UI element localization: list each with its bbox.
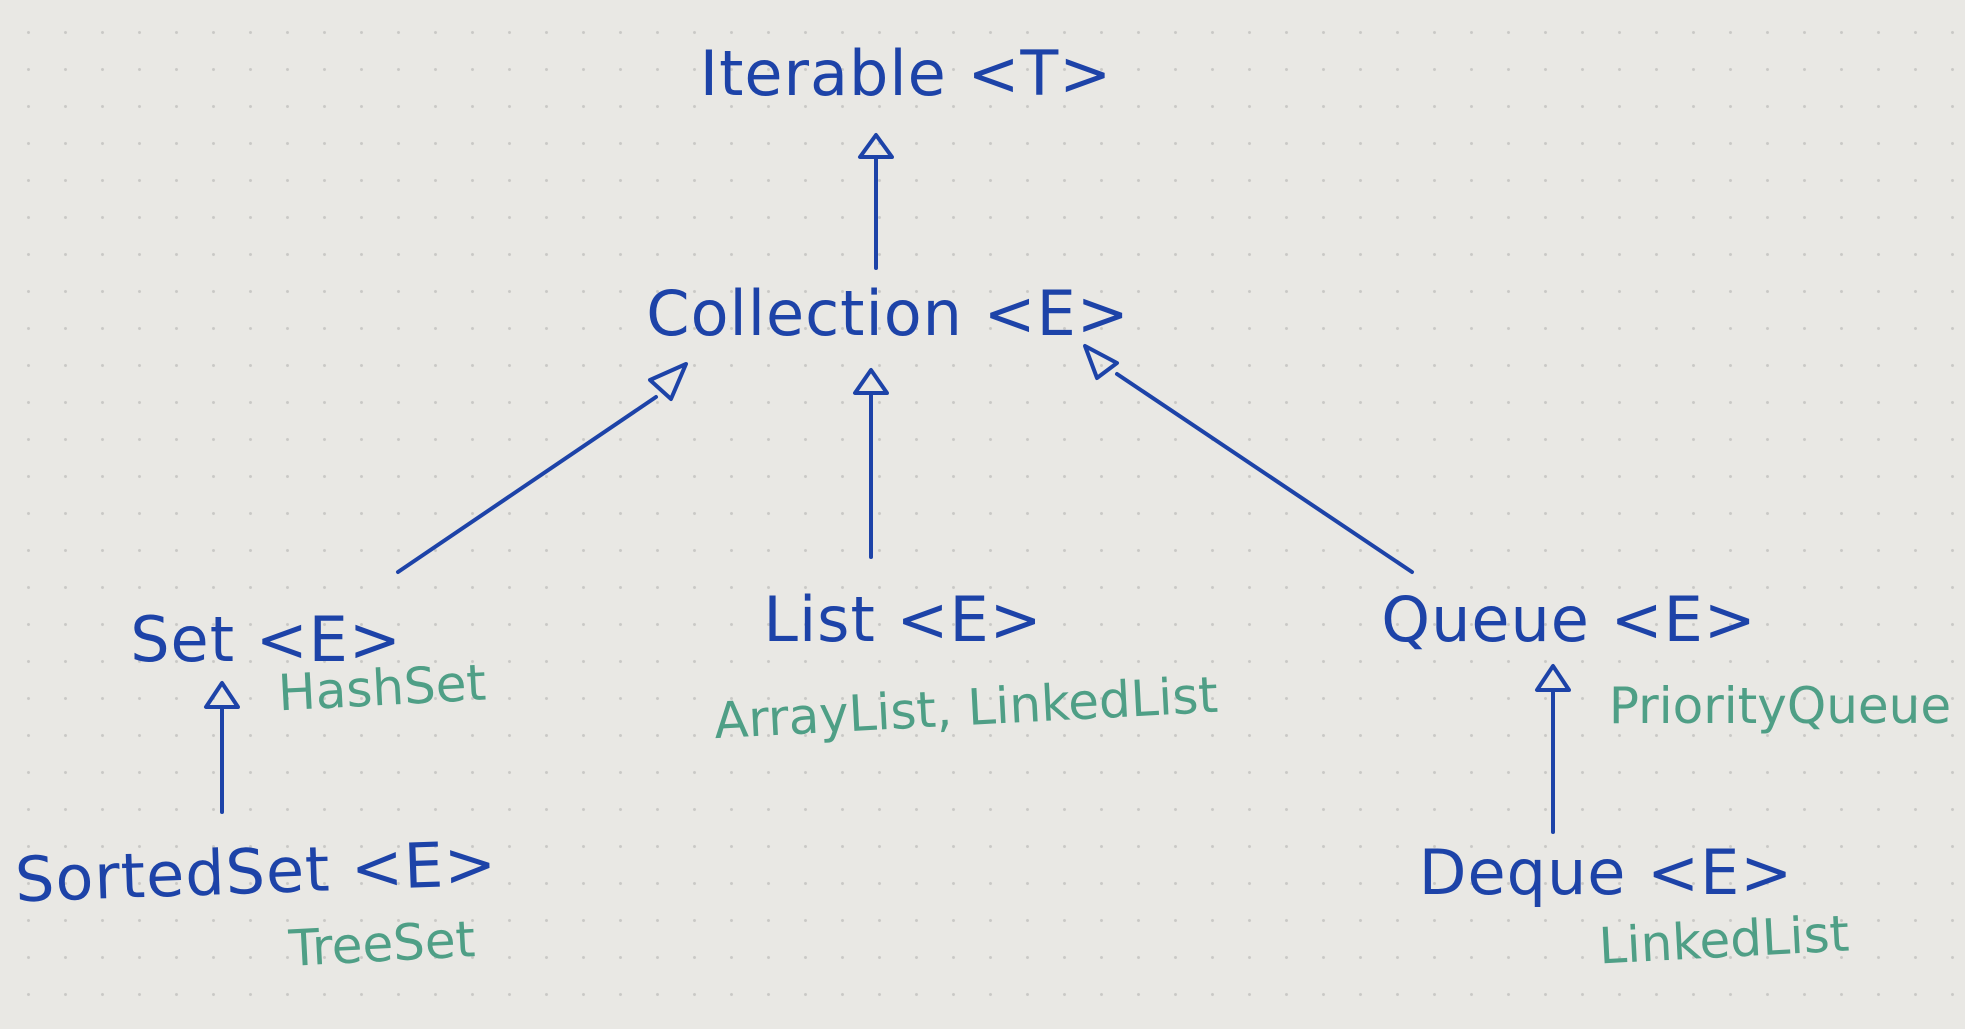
treeset-label: TreeSet xyxy=(287,910,477,978)
edge-list-to-collection xyxy=(853,368,889,559)
iterable-node: Iterable <T> xyxy=(699,37,1113,110)
collection-node: Collection <E> xyxy=(646,277,1130,350)
edge-sortedset-to-set xyxy=(204,681,240,814)
edge-collection-to-iterable xyxy=(858,133,894,270)
set-node: Set <E> xyxy=(130,603,402,676)
sortedset-node: SortedSet <E> xyxy=(13,826,499,917)
edge-deque-to-queue xyxy=(1535,664,1571,834)
edge-queue-to-collection xyxy=(1083,344,1414,574)
linkedlist-label: LinkedList xyxy=(1597,904,1851,976)
deque-node: Deque <E> xyxy=(1418,836,1794,909)
priorityqueue-label: PriorityQueue xyxy=(1608,677,1952,735)
hashset-label: HashSet xyxy=(276,653,488,723)
queue-node: Queue <E> xyxy=(1381,583,1757,656)
edge-set-to-collection xyxy=(396,362,688,574)
list-node: List <E> xyxy=(763,583,1043,656)
